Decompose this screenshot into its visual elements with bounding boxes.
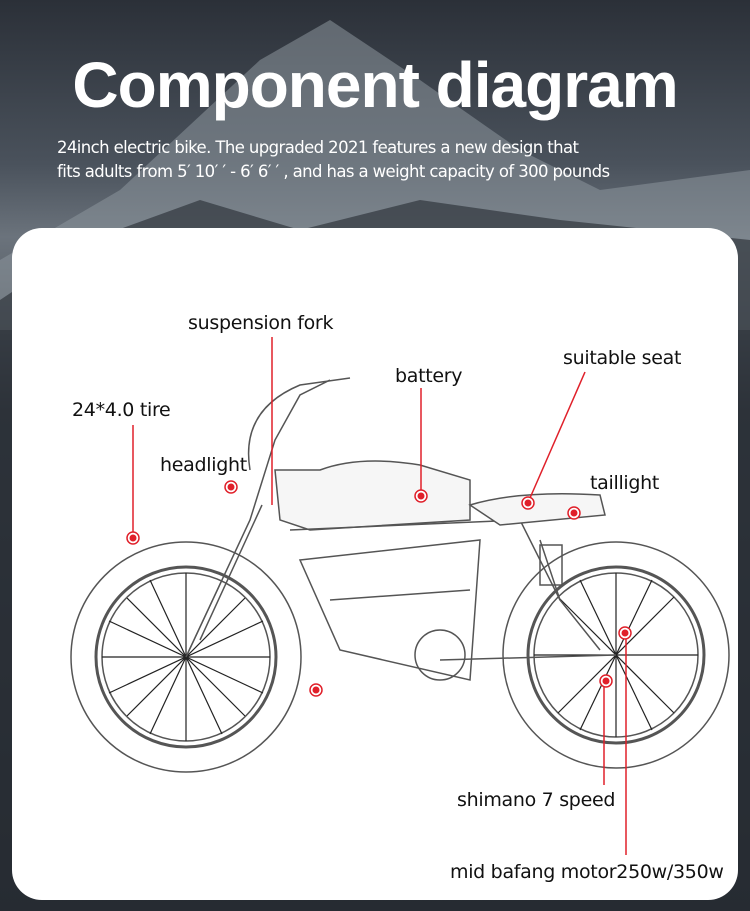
motor-marker [618, 626, 632, 640]
label-headlight: headlight [160, 454, 247, 476]
shimano-marker [599, 674, 613, 688]
battery-marker [414, 489, 428, 503]
rear-wheel-tire [502, 541, 730, 769]
diagram-card [12, 228, 738, 900]
subtitle-line-2: fits adults from 5′ 10′ ′ - 6′ 6′ ′ , an… [57, 162, 610, 181]
label-taillight: taillight [590, 472, 660, 494]
seat-marker [521, 496, 535, 510]
seat-leader-line [529, 371, 586, 499]
taillight-marker [567, 506, 581, 520]
label-suspension-fork: suspension fork [188, 312, 334, 334]
label-motor: mid bafang motor250w/350w [450, 861, 724, 883]
page-title: Component diagram [72, 49, 678, 121]
front-wheel-tire [70, 541, 302, 773]
tire-marker [126, 531, 140, 545]
label-suitable-seat: suitable seat [563, 347, 682, 369]
label-shimano: shimano 7 speed [457, 789, 616, 811]
headlight-marker [224, 480, 238, 494]
marker-dots [126, 480, 632, 697]
label-battery: battery [395, 365, 463, 387]
label-tire: 24*4.0 tire [72, 399, 171, 421]
frame-marker [309, 683, 323, 697]
subtitle-line-1: 24inch electric bike. The upgraded 2021 … [57, 138, 579, 157]
